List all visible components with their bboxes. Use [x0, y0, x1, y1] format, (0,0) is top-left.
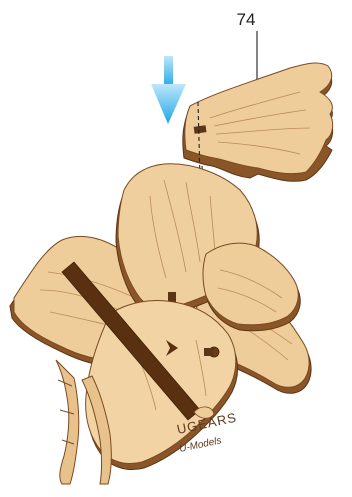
wing-part-74: [183, 63, 333, 181]
butterfly-assembly: [10, 164, 311, 484]
part-number-label: 74: [237, 10, 256, 29]
down-arrow-icon: [151, 56, 186, 124]
